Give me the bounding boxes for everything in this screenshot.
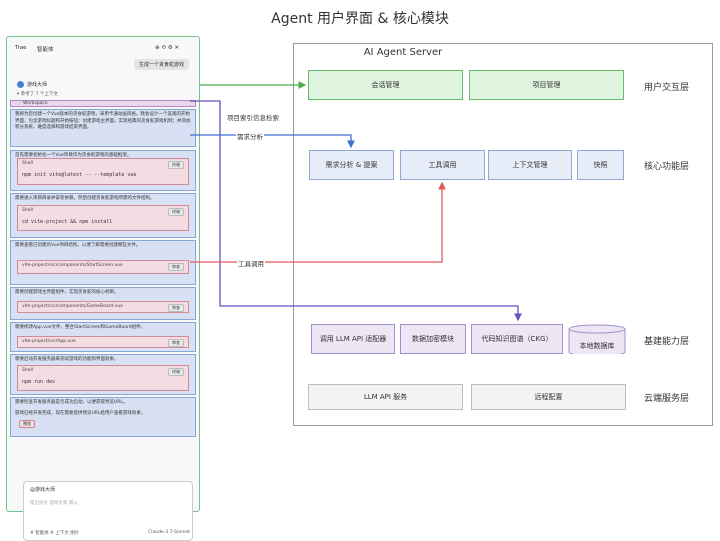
tool-call-box: 工具调用 (400, 150, 485, 180)
tab-trae[interactable]: Trae (15, 45, 27, 51)
reference-context[interactable]: ▾ 参考了 7 个上下文 (17, 92, 58, 97)
code-block-1: Shell 终端 npm init vite@latest -- --templat… (17, 158, 189, 185)
diagram-title: Agent 用户界面 & 核心模块 (271, 11, 449, 27)
context-management-box: 上下文管理 (488, 150, 572, 180)
arrow-tool (190, 181, 446, 263)
local-database-label: 本地数据库 (579, 342, 615, 350)
llm-api-service-box: LLM API 服务 (308, 384, 463, 410)
terminal-button[interactable]: 终端 (168, 208, 184, 216)
code-block-5: vite-project/src/App.vue 审查 (17, 336, 189, 348)
model-selector[interactable]: Claude-3.7-Sonnet (148, 530, 190, 535)
snapshot-box: 快照 (577, 150, 624, 180)
layer-label-infra: 基建能力层 (644, 337, 690, 347)
code-label: Shell (22, 208, 33, 213)
label-index-retrieval: 项目索引信息检索 (226, 112, 280, 122)
final-subtext: 游戏已经开发完成，现在需要提供预览URL给用户查看游戏效果。 (15, 410, 146, 416)
code-text: cd vite-project && npm install (22, 219, 113, 225)
step-text: 需要修改App.vue文件，整合StartScreen和GameBoard组件。 (15, 325, 146, 330)
assistant-label: 游戏大师 (17, 81, 47, 88)
code-block-4: vite-project/src/components/GameBoard.vu… (17, 301, 189, 313)
code-text: npm run dev (22, 379, 56, 385)
preview-button[interactable]: 预览 (19, 420, 35, 428)
code-label: Shell (22, 368, 33, 373)
workspace-row[interactable]: Workspace (10, 100, 196, 107)
chat-footer: # 智能体 # 上下文 图片 Claude-3.7-Sonnet (30, 530, 190, 536)
agent-ui-panel: Trae 智能体 ⊕ ⟲ ⚙ ✕ 生成一个贪食蛇游戏 游戏大师 ▾ 参考了 7 … (6, 36, 200, 541)
chat-header: @游戏大师 (30, 487, 56, 493)
generate-game-button[interactable]: 生成一个贪食蛇游戏 (133, 59, 189, 70)
database-icon (568, 324, 626, 354)
code-label: vite-project/src/App.vue (22, 339, 76, 344)
assistant-name: 游戏大师 (27, 82, 48, 88)
code-label: vite-project/src/components/StartScreen.… (22, 263, 123, 268)
label-tool-call: 工具调用 (237, 258, 265, 268)
reference-label: 参考了 7 个上下文 (20, 92, 58, 97)
label-analysis: 需求分析 (236, 131, 264, 141)
intro-text: 我将为您创建一个Vue版本的贪食蛇游戏，采用卡通动画风格。我会设计一个美观的开始… (10, 109, 196, 147)
connector-arrows (190, 81, 522, 322)
chat-tools[interactable]: # 智能体 # 上下文 图片 (30, 531, 80, 536)
history-icon[interactable]: ⊕ ⟲ ⚙ ✕ (155, 45, 180, 51)
step-text: 需要查看已创建的Vue项目结构，以便了解需要创建哪些文件。 (15, 243, 141, 248)
arrow-index (190, 100, 522, 322)
llm-adapter-box: 调用 LLM API 适配器 (311, 324, 395, 354)
local-database-cylinder: 本地数据库 (568, 324, 626, 358)
terminal-button[interactable]: 终端 (168, 368, 184, 376)
review-button[interactable]: 审查 (168, 304, 184, 312)
code-block-2: Shell 终端 cd vite-project && npm install (17, 205, 189, 231)
chat-placeholder: 提出指令 游戏大师 输入 (30, 501, 78, 506)
avatar (17, 81, 24, 88)
remote-config-box: 远程配置 (471, 384, 626, 410)
code-label: Shell (22, 161, 33, 166)
review-button[interactable]: 审查 (168, 339, 184, 347)
workspace-label: Workspace (23, 101, 48, 106)
server-title: AI Agent Server (363, 47, 443, 58)
code-block-6: Shell 终端 npm run dev (17, 365, 189, 391)
ai-agent-server-box (293, 43, 713, 426)
layer-label-cloud: 云端服务层 (644, 394, 690, 404)
project-management-box: 项目管理 (469, 70, 624, 100)
code-knowledge-graph-box: 代码知识图谱（CKG） (471, 324, 563, 354)
step-text: 首先需要初始化一个Vue项目作为贪食蛇游戏的基础框架。 (15, 153, 132, 158)
requirement-analysis-box: 需求分析 & 提案 (309, 150, 394, 180)
code-block-3: vite-project/src/components/StartScreen.… (17, 260, 189, 274)
code-label: vite-project/src/components/GameBoard.vu… (22, 304, 123, 309)
final-text: 需要检查开发服务器是否成功启动，以便获取预览URL。 (15, 400, 128, 405)
step-text: 需要启动开发服务器来测试游戏的功能和界面效果。 (15, 357, 119, 362)
code-text: npm init vite@latest -- --template vue (22, 172, 137, 178)
layer-label-user: 用户交互层 (644, 83, 690, 93)
step-text: 需要创建游戏主界面组件，实现贪食蛇的核心机制。 (15, 290, 119, 295)
terminal-button[interactable]: 终端 (168, 161, 184, 169)
data-encryption-box: 数据加密模块 (400, 324, 466, 354)
tab-agent[interactable]: 智能体 (37, 47, 54, 53)
panel-header: Trae 智能体 ⊕ ⟲ ⚙ ✕ (7, 37, 199, 59)
layer-label-core: 核心功能层 (644, 162, 690, 172)
step-text: 需要进入项目目录并安装依赖，然后创建贪食蛇游戏所需的文件结构。 (15, 196, 155, 201)
final-block: 需要检查开发服务器是否成功启动，以便获取预览URL。 游戏已经开发完成，现在需要… (10, 397, 196, 437)
arrow-analysis (190, 134, 355, 149)
review-button[interactable]: 审查 (168, 263, 184, 271)
session-management-box: 会话管理 (308, 70, 463, 100)
